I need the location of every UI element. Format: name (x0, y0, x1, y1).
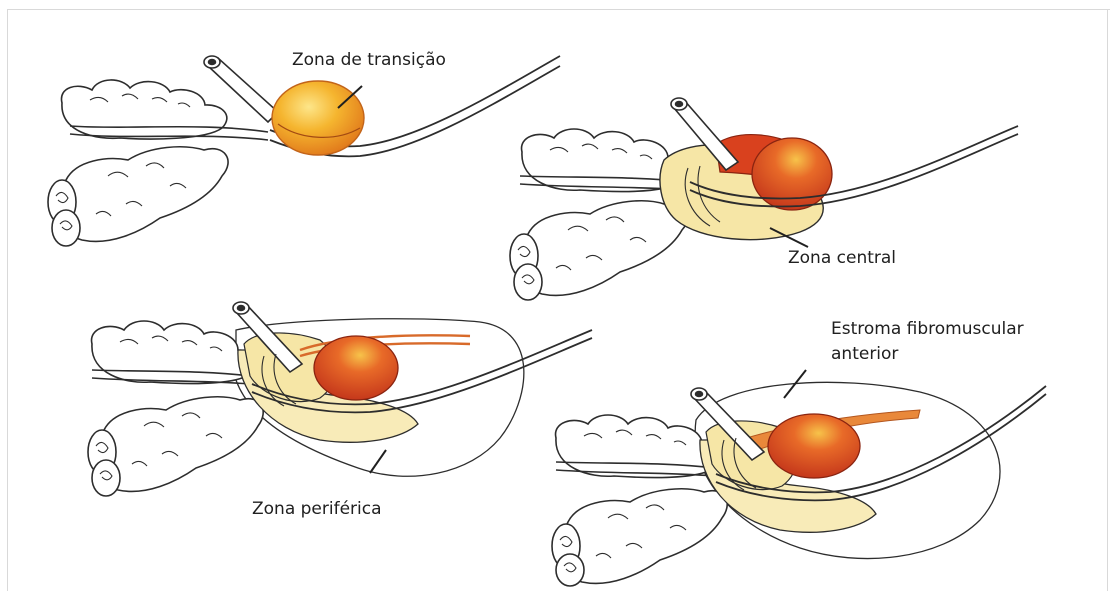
central-zone-label: Zona central (788, 247, 896, 269)
panel-anterior-fibromuscular-stroma (552, 382, 1046, 586)
seminal-vesicle-lower (96, 397, 263, 492)
transition-zone-gland (314, 336, 398, 400)
panel-transition-zone (48, 56, 560, 246)
anterior-fibromuscular-stroma-label-line1: Estroma fibromuscular (831, 317, 1024, 342)
anterior-fibromuscular-stroma-label: Estroma fibromuscular anterior (831, 317, 1024, 367)
seminal-vesicle-lower (520, 201, 688, 296)
panel-central-zone (510, 98, 1018, 300)
seminal-vesicle-lower (59, 147, 228, 242)
peripheral-zone-label: Zona periférica (252, 498, 382, 520)
seminal-vesicle-upper (61, 80, 226, 139)
seminal-vesicle-lower (560, 489, 727, 584)
transition-zone-label: Zona de transição (292, 49, 446, 71)
transition-zone-gland (272, 81, 364, 155)
transition-zone-gland (768, 414, 860, 478)
anterior-fibromuscular-stroma-label-line2: anterior (831, 342, 1024, 367)
panel-peripheral-zone (88, 302, 592, 496)
